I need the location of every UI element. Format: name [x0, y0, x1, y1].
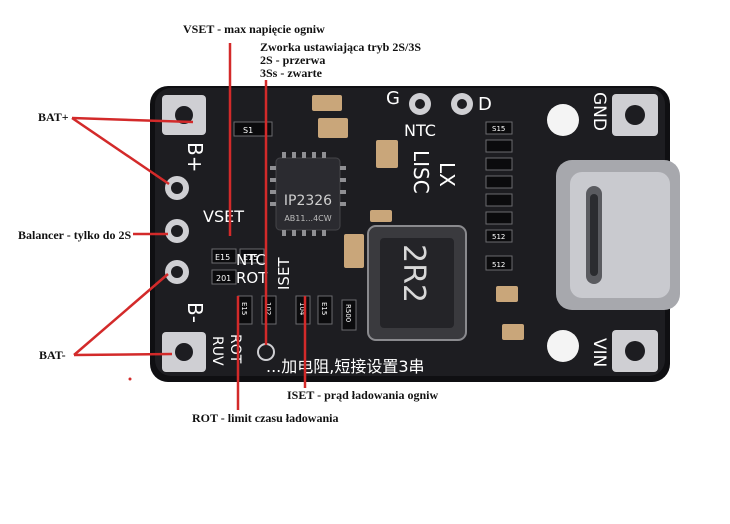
silk-vin: VIN [589, 338, 609, 367]
annotation-balancer: Balancer - tylko do 2S [18, 228, 132, 242]
ic-pins [270, 152, 346, 236]
silk-vset: VSET [203, 207, 244, 226]
left-pads [165, 176, 189, 284]
mount-hole-top [547, 104, 579, 136]
silk-bottom-text: ...加电阻,短接设置3串 [266, 357, 425, 376]
stray-dot [128, 377, 132, 381]
silk-bminus: B- [183, 302, 207, 323]
res-104: 104 [298, 302, 306, 316]
res-s1: S1 [243, 126, 253, 135]
silk-d: D [478, 94, 492, 115]
annotation-jumper-2s: 2S - przerwa [260, 53, 326, 67]
res-e15c: E15 [240, 302, 248, 315]
capacitors [312, 95, 524, 340]
silk-g: G [386, 88, 400, 109]
chip-top-label: IP2326 [284, 193, 332, 209]
annotation-iset: ISET - prąd ładowania ogniw [287, 388, 439, 402]
silk-iset: ISET [275, 257, 293, 290]
res-102: 102 [264, 302, 272, 315]
silk-lx: LX [435, 162, 459, 187]
res-e15a: E15 [215, 253, 230, 262]
res-201: 201 [216, 274, 231, 283]
res-r500: R500 [344, 304, 352, 322]
inductor-label: 2R2 [396, 244, 431, 303]
mount-hole-bottom [547, 330, 579, 362]
silk-ntc-left: NTC [236, 251, 266, 269]
chip-bottom-label: AB11...4CW [284, 214, 331, 223]
annotation-rot: ROT - limit czasu ładowania [192, 411, 339, 425]
annotation-lines [71, 43, 307, 410]
res-e15d: E15 [320, 302, 328, 315]
annotation-jumper-3s: 3Ss - zwarte [260, 66, 322, 80]
silk-bplus: B+ [183, 142, 207, 172]
annotation-bat-plus: BAT+ [38, 110, 69, 124]
res-s15: S15 [492, 125, 505, 133]
inductor-core [380, 238, 454, 328]
annotation-jumper-title: Zworka ustawiająca tryb 2S/3S [260, 40, 422, 54]
silk-lisc: LISC [409, 150, 433, 194]
silk-gnd: GND [589, 92, 609, 131]
silk-ruv: RUV [209, 336, 225, 366]
corner-pads [162, 94, 658, 372]
res-e15b: E15 [243, 253, 258, 262]
annotation-vset: VSET - max napięcie ogniw [183, 22, 325, 36]
top-pads [409, 93, 473, 115]
silk-rot-side: ROT [227, 334, 243, 364]
res-512b: 512 [492, 261, 505, 269]
annotation-bat-minus: BAT- [39, 348, 66, 362]
silk-ntc-top: NTC [404, 121, 436, 140]
res-512a: 512 [492, 233, 505, 241]
silk-rot: ROT [236, 269, 268, 287]
